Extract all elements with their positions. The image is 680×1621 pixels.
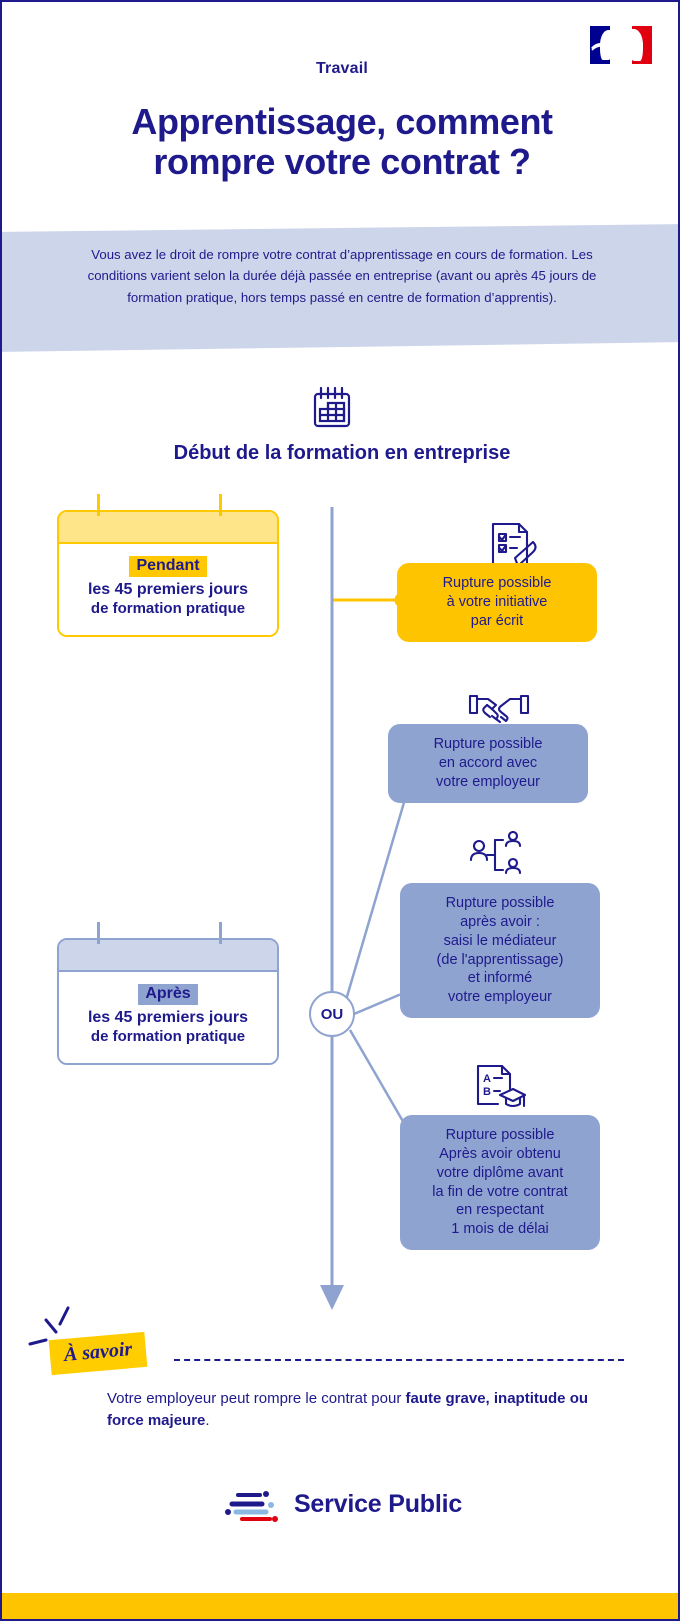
outcome-line: 1 mois de délai	[451, 1221, 549, 1238]
period-card-header	[59, 512, 277, 544]
period-card-body: Après les 45 premiers jours de formation…	[59, 972, 277, 1064]
service-public-logo-mark	[224, 1491, 278, 1522]
outcome-line: votre diplôme avant	[436, 1164, 564, 1181]
period-card-apres: Après les 45 premiers jours de formation…	[57, 922, 279, 1066]
period-card-body: Pendant les 45 premiers jours de formati…	[59, 544, 277, 636]
outcome-line: Rupture possible	[433, 736, 543, 752]
note-text-bold: faute grave, inaptitude ou force majeure	[107, 1390, 589, 1429]
outcome-line: Rupture possible	[445, 895, 555, 911]
page-title-line2: rompre votre contrat ?	[153, 141, 531, 183]
outcome-line: (de l'apprentissage)	[436, 951, 564, 968]
outcome-line: votre employeur	[436, 773, 540, 790]
intro-paragraph: Vous avez le droit de rompre votre contr…	[87, 247, 597, 305]
calendar-ring-left	[97, 494, 100, 516]
mediator-people-icon	[469, 831, 522, 875]
yellow-connector	[330, 507, 402, 602]
branch-to-outcome-4	[348, 1029, 410, 1131]
calendar-ring-left	[97, 922, 100, 944]
a-savoir-divider	[174, 1359, 624, 1361]
note-text-before: Votre employeur peut rompre le contrat p…	[107, 1390, 406, 1407]
outcome-line: Rupture possible	[442, 575, 552, 591]
outcome-box-4: Rupture possible Après avoir obtenu votr…	[400, 1115, 600, 1251]
calendar-ring-right	[219, 494, 222, 516]
page-kicker: Travail	[315, 60, 369, 77]
marianne-left-profile	[600, 30, 615, 60]
marianne-swoosh-icon	[591, 42, 605, 51]
period-tag: Après	[138, 984, 198, 1005]
spine-arrowhead	[320, 1285, 344, 1310]
french-republic-flag-logo	[590, 26, 652, 64]
outcome-line: en accord avec	[438, 754, 538, 771]
outcome-box-3: Rupture possible après avoir : saisi le …	[400, 883, 600, 1019]
a-savoir-text: Votre employeur peut rompre le contrat p…	[107, 1388, 627, 1432]
period-tag: Pendant	[129, 556, 207, 577]
marianne-right-profile	[627, 29, 643, 61]
checklist-pen-icon	[491, 522, 537, 568]
calendar-icon	[313, 386, 351, 428]
section-heading: Début de la formation en entreprise	[173, 442, 511, 464]
outcome-line: par écrit	[470, 612, 524, 629]
sparkle-icon	[28, 1306, 70, 1346]
a-savoir-badge: À savoir	[48, 1331, 148, 1376]
flag-white-stripe	[591, 26, 643, 64]
intro-band	[2, 224, 678, 352]
diploma-graduation-icon: A B	[476, 1064, 526, 1108]
period-line2: de formation pratique	[90, 1028, 246, 1046]
outcome-box-1: Rupture possible à votre initiative par …	[397, 563, 597, 642]
svg-text:B: B	[483, 1086, 491, 1098]
note-text-after: .	[205, 1411, 210, 1429]
page-title: Apprentissage, comment rompre votre cont…	[2, 101, 678, 183]
outcome-line: Après avoir obtenu	[439, 1145, 561, 1162]
outcome-line: saisi le médiateur	[443, 932, 557, 949]
outcome-line: après avoir :	[460, 913, 540, 930]
calendar-ring-right	[219, 922, 222, 944]
svg-text:A: A	[483, 1073, 491, 1085]
period-line1: les 45 premiers jours	[87, 1009, 249, 1026]
footer-logo: Service Public	[2, 1484, 678, 1524]
period-line2: de formation pratique	[90, 600, 246, 618]
service-public-logo-text: Service Public	[293, 1489, 463, 1518]
outcome-line: la fin de votre contrat	[432, 1183, 568, 1200]
branch-to-outcome-3	[353, 990, 407, 1016]
outcome-line: à votre initiative	[446, 593, 548, 610]
outcome-line: et informé	[467, 970, 533, 987]
outcome-line: votre employeur	[448, 989, 552, 1006]
outcome-line: en respectant	[456, 1202, 544, 1219]
outcome-line: Rupture possible	[445, 1127, 555, 1143]
period-card-header	[59, 940, 277, 972]
period-line1: les 45 premiers jours	[87, 581, 249, 598]
period-card-pendant: Pendant les 45 premiers jours de formati…	[57, 494, 279, 638]
branch-node-ou: OU	[309, 991, 355, 1037]
handshake-icon	[468, 694, 530, 724]
outcome-box-2: Rupture possible en accord avec votre em…	[388, 724, 588, 803]
page-title-line1: Apprentissage, comment	[131, 101, 553, 142]
bottom-accent-bar	[2, 1593, 678, 1619]
